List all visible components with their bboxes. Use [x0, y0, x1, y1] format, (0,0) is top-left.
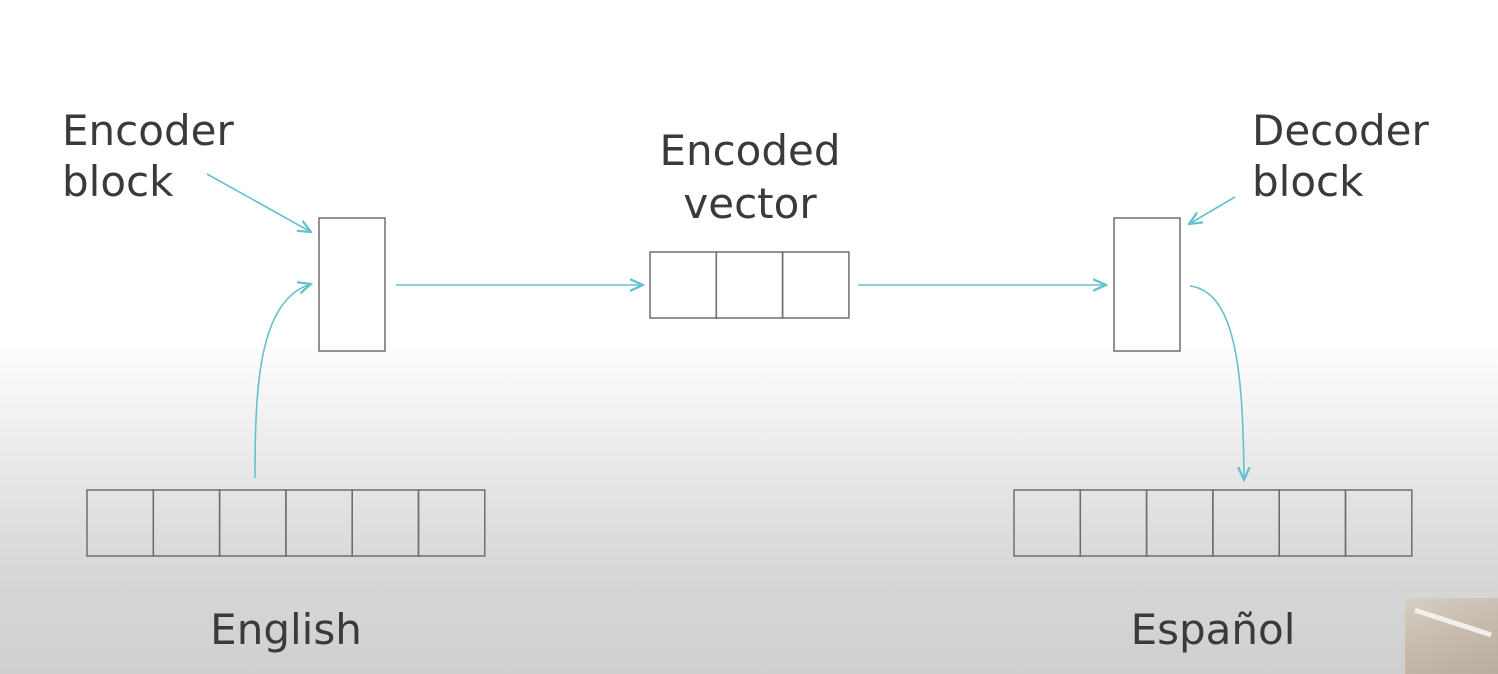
decoder-block	[1113, 217, 1181, 352]
encoded-vector-cell-3	[781, 251, 850, 319]
encoder-block-label: Encoder	[62, 106, 234, 155]
input-token-cell-1	[86, 489, 155, 557]
input-token-cell-6	[417, 489, 486, 557]
input-token-cell-2	[152, 489, 221, 557]
decoder-label-pointer-arrow	[1189, 196, 1236, 224]
encoded-vector	[649, 251, 850, 319]
encoder-label-pointer-arrow	[206, 173, 311, 232]
output-token-cell-1	[1013, 489, 1082, 557]
output-token-cell-5	[1278, 489, 1347, 557]
output-token-cell-4	[1212, 489, 1280, 557]
decoder-block-label-line2: block	[1252, 157, 1364, 206]
input-to-encoder-arrow	[254, 284, 311, 479]
decoder-block-label: Decoder	[1252, 106, 1429, 155]
encoder-block	[318, 217, 386, 352]
encoder-block-label-line2: block	[62, 157, 174, 206]
input-token-cell-3	[218, 489, 287, 557]
encoded-vector-cell-1	[649, 251, 718, 319]
input-token-cell-4	[285, 489, 353, 557]
webcam-light-streak	[1414, 607, 1492, 638]
encoded-vector-label-line2: vector	[683, 179, 817, 228]
output-token-cell-2	[1079, 489, 1148, 557]
encoded-vector-label: Encoded	[659, 126, 840, 175]
input-sequence	[86, 489, 486, 557]
webcam-thumbnail	[1405, 598, 1498, 674]
output-token-cell-3	[1145, 489, 1214, 557]
output-sequence	[1013, 489, 1413, 557]
source-language-label: English	[210, 605, 362, 654]
encoded-vector-cell-2	[715, 251, 784, 319]
target-language-label: Español	[1131, 605, 1296, 654]
input-token-cell-5	[351, 489, 420, 557]
decoder-to-output-arrow	[1189, 285, 1244, 480]
output-token-cell-6	[1344, 489, 1413, 557]
